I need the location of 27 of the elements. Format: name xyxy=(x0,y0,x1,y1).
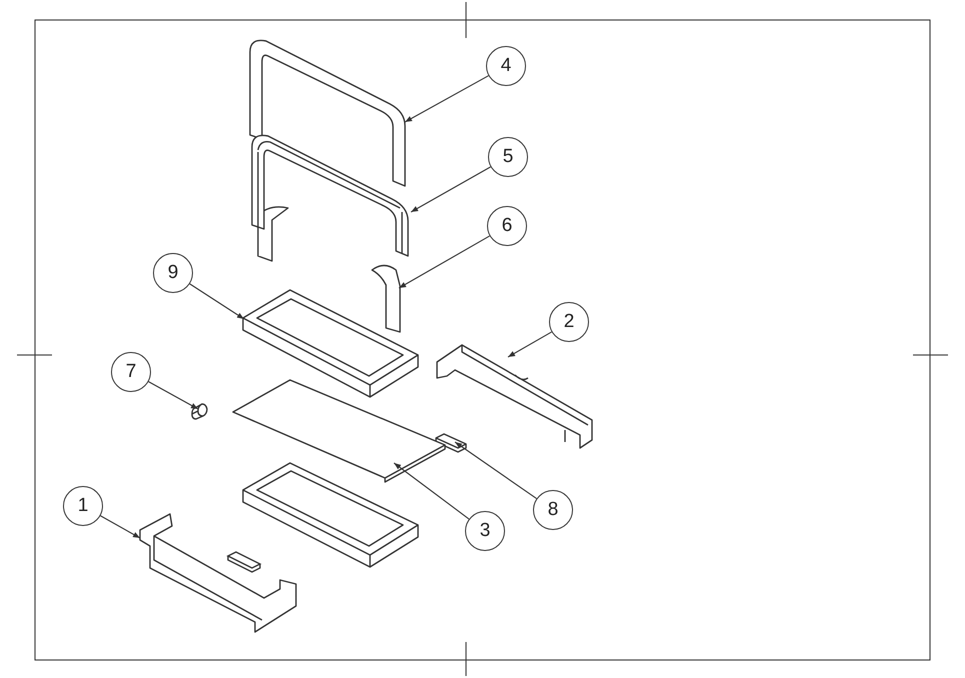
arch-cover-drawing xyxy=(249,40,406,187)
callout-number: 4 xyxy=(486,46,526,86)
end-bracket-drawing xyxy=(139,513,297,633)
leader-line xyxy=(148,381,198,410)
plate-drawing xyxy=(232,379,446,483)
side-bracket-drawing xyxy=(436,344,593,449)
leader-line xyxy=(189,283,244,320)
arch-frame-drawing xyxy=(251,134,409,257)
callout-number: 7 xyxy=(111,352,151,392)
leader-line xyxy=(394,462,470,520)
callout-number: 6 xyxy=(487,206,527,246)
tray-drawing xyxy=(242,289,419,398)
block-drawing xyxy=(435,433,467,453)
leader-line xyxy=(410,166,491,212)
callout-number: 9 xyxy=(153,253,193,293)
callout-number: 3 xyxy=(465,511,505,551)
callout-number: 5 xyxy=(488,137,528,177)
callout-number: 2 xyxy=(549,302,589,342)
leader-line xyxy=(454,442,537,500)
leader-line xyxy=(404,75,489,122)
pin-drawing xyxy=(191,403,208,420)
leader-line xyxy=(100,515,140,538)
callout-number: 1 xyxy=(63,486,103,526)
leader-line xyxy=(398,235,490,288)
corner-bracket-drawing xyxy=(371,264,401,333)
leader-line xyxy=(508,331,552,358)
callout-number: 8 xyxy=(533,490,573,530)
